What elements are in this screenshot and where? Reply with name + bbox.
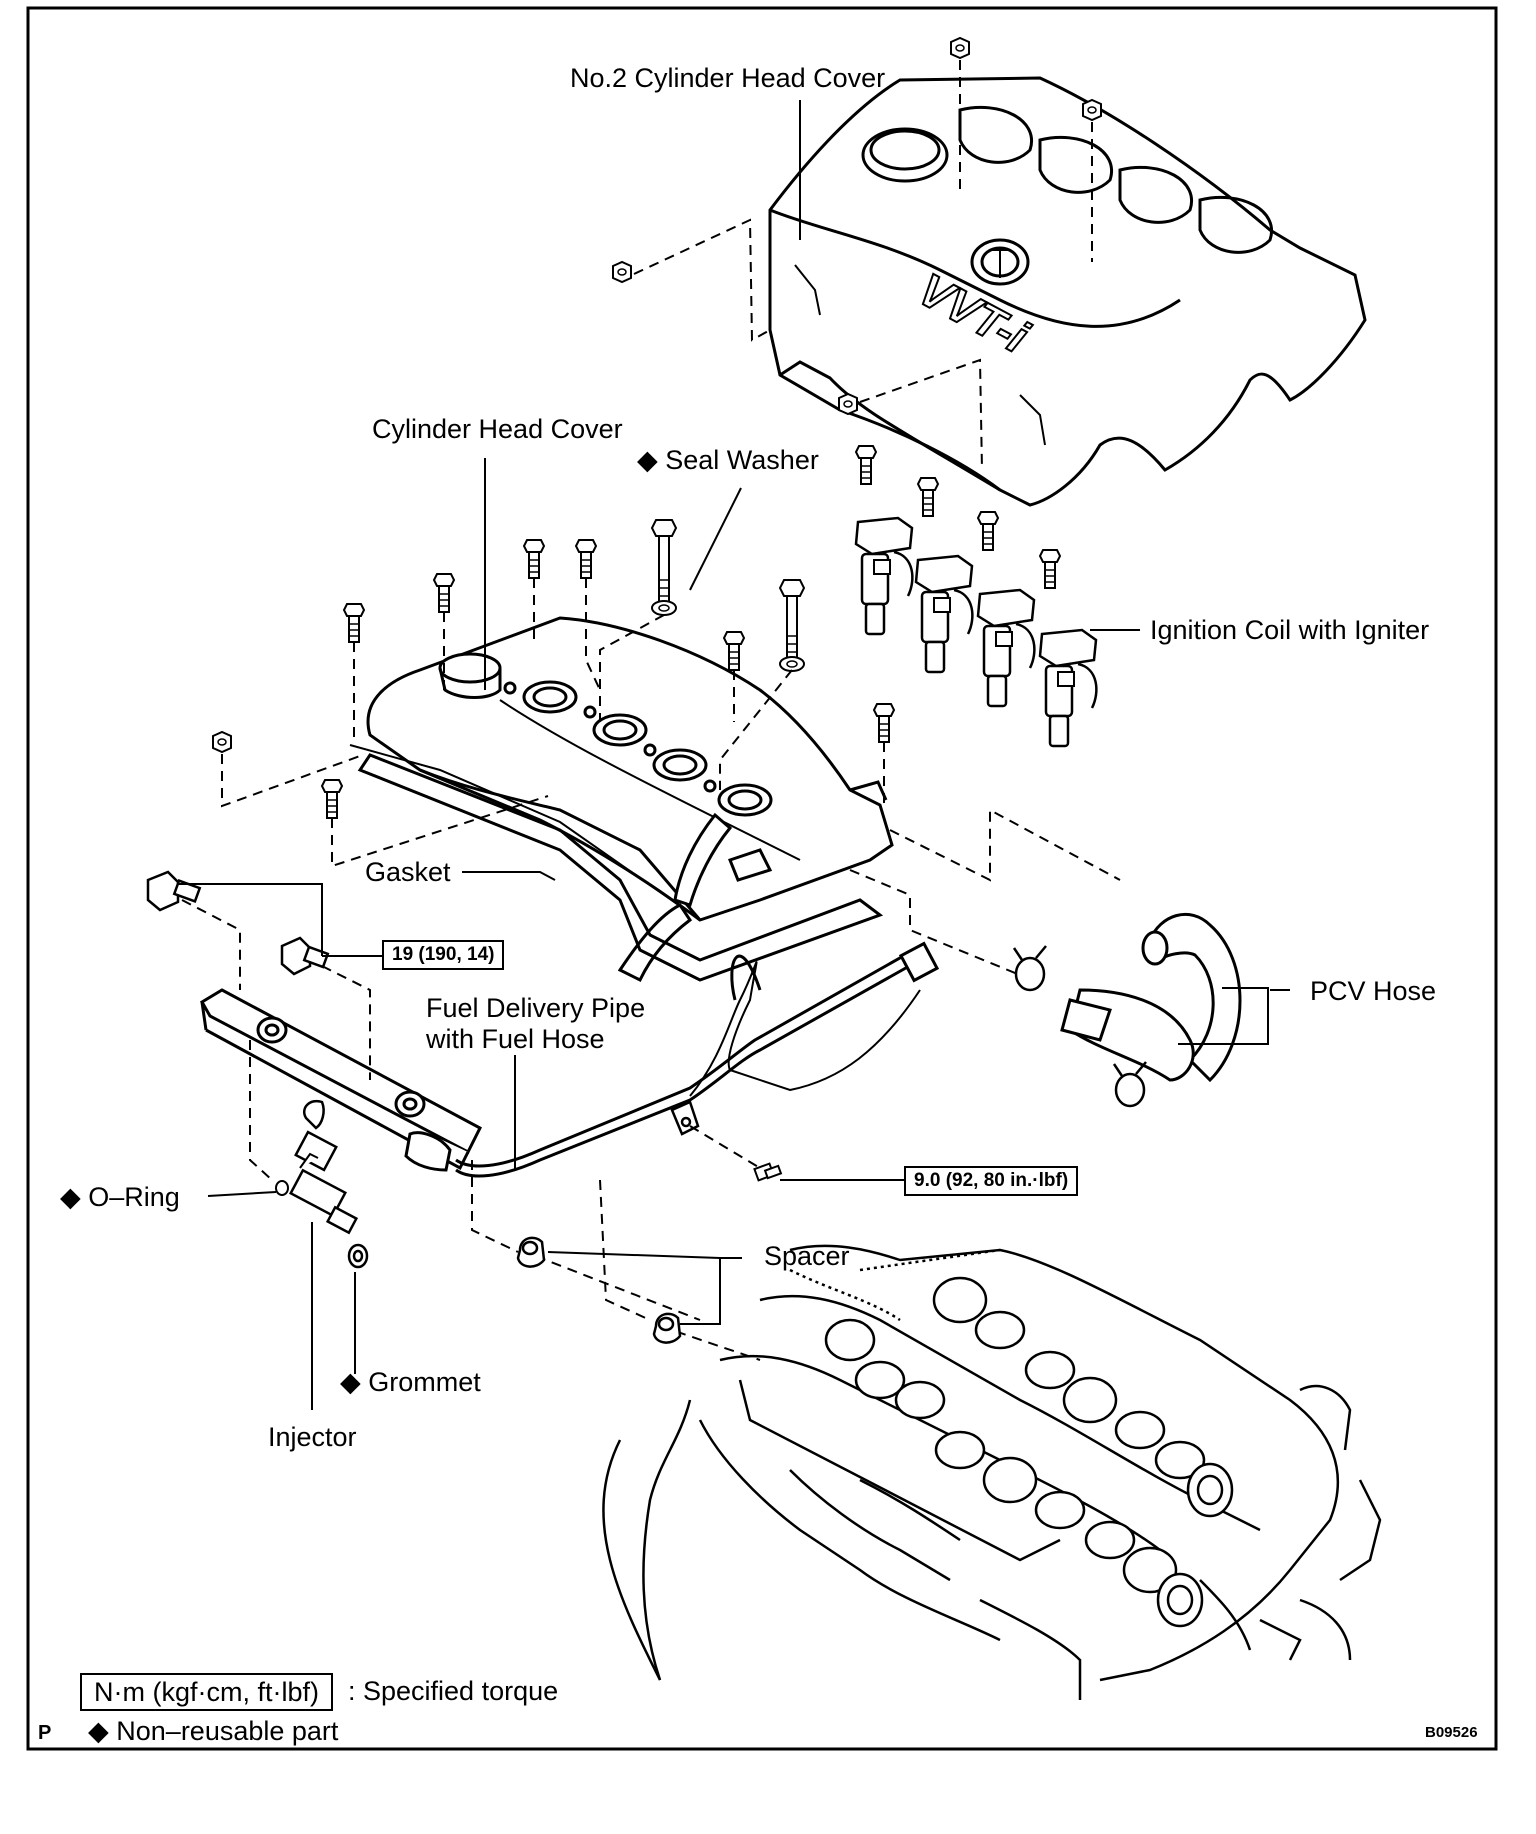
- head-cover-nut: [212, 731, 232, 753]
- label-spacer: Spacer: [764, 1241, 850, 1271]
- pcv-hose-clamp-2: [1012, 945, 1047, 992]
- figure-code: B09526: [1425, 1724, 1478, 1741]
- grommet: [347, 1243, 369, 1269]
- cover-nut-top: [950, 37, 970, 59]
- torque-spec-hose-bracket-bolt: 9.0 (92, 80 in.·lbf): [904, 1166, 1079, 1196]
- label-fuel-pipe-line1: Fuel Delivery Pipe: [426, 993, 646, 1023]
- spacer-1: [516, 1236, 546, 1268]
- pcv-hose-upper: [1141, 912, 1242, 1083]
- label-gasket: Gasket: [365, 857, 451, 887]
- label-fuel-pipe-line2: with Fuel Hose: [426, 1024, 605, 1054]
- legend-torque-caption: : Specified torque: [348, 1676, 559, 1706]
- cover-nut-bottom: [838, 393, 858, 415]
- cylinder-head-assembly: [602, 1244, 1382, 1700]
- head-cover-bolt-1: [343, 603, 365, 643]
- ignition-coil-bolt-3: [977, 511, 999, 551]
- leader-lines: [178, 100, 1290, 1410]
- cover-nut-right: [1082, 99, 1102, 121]
- ignition-coil-3: [976, 588, 1036, 708]
- label-o-ring: ◆ O–Ring: [60, 1182, 180, 1212]
- head-cover-bolt-2: [433, 573, 455, 613]
- label-pcv-hose: PCV Hose: [1310, 976, 1437, 1006]
- drawing-frame: [26, 6, 1498, 1751]
- long-bolt-seal-washer-2: [778, 579, 806, 672]
- pcv-hose-clamp-1: [1112, 1061, 1147, 1108]
- label-ignition-coil: Ignition Coil with Igniter: [1150, 615, 1430, 645]
- label-grommet: ◆ Grommet: [340, 1367, 481, 1397]
- pcv-hose-fork-leader: [1178, 987, 1269, 1045]
- long-bolt-seal-washer-1: [650, 519, 678, 616]
- head-cover-bolt-6: [873, 703, 895, 743]
- delivery-pipe-bolt-lower: [280, 936, 330, 976]
- o-ring: [275, 1180, 289, 1196]
- delivery-pipe-bolt-upper: [146, 870, 202, 912]
- cylinder-head-cover-gasket: [357, 753, 884, 982]
- ignition-coil-4: [1038, 628, 1098, 748]
- torque-spec-head-cover-bolt: 19 (190, 14): [382, 940, 505, 970]
- head-cover-bolt-3: [523, 539, 545, 579]
- label-injector: Injector: [268, 1422, 357, 1452]
- corner-left-code: P: [38, 1722, 52, 1744]
- ignition-coil-bolt-2: [917, 477, 939, 517]
- fuel-hose-bracket-bolt: [753, 1162, 783, 1182]
- pcv-hose-lower: [1060, 988, 1195, 1082]
- fuel-delivery-pipe: [199, 988, 482, 1172]
- cylinder-head-cover: [349, 616, 894, 983]
- fuel-hose-bracket-bolt-guide: [689, 1125, 761, 1169]
- fuel-hose: [455, 941, 940, 1178]
- fuel-pipe-guide-lines: [181, 899, 761, 1361]
- injector: [289, 1099, 359, 1235]
- ignition-coil-bolt-4: [1039, 549, 1061, 589]
- cover-guide-lines: [633, 60, 1093, 471]
- head-cover-bolt-5: [723, 631, 745, 671]
- ignition-coil-bolt-1: [855, 445, 877, 485]
- label-no2-cylinder-head-cover: No.2 Cylinder Head Cover: [570, 63, 886, 93]
- head-cover-bolt-4: [575, 539, 597, 579]
- no2-cylinder-head-cover: [768, 76, 1367, 507]
- cover-nut-left: [612, 261, 632, 283]
- label-seal-washer: ◆ Seal Washer: [637, 445, 819, 475]
- legend-torque-unit-box: N·m (kgf·cm, ft·lbf): [80, 1673, 333, 1711]
- head-cover-bolt-7: [321, 779, 343, 819]
- ignition-coil-1: [854, 516, 914, 636]
- legend-non-reusable: ◆ Non–reusable part: [88, 1716, 339, 1746]
- ignition-coil-2: [914, 554, 974, 674]
- label-cylinder-head-cover: Cylinder Head Cover: [372, 414, 623, 444]
- spacer-2: [652, 1312, 682, 1344]
- head-cover-guide-lines: [221, 578, 1121, 976]
